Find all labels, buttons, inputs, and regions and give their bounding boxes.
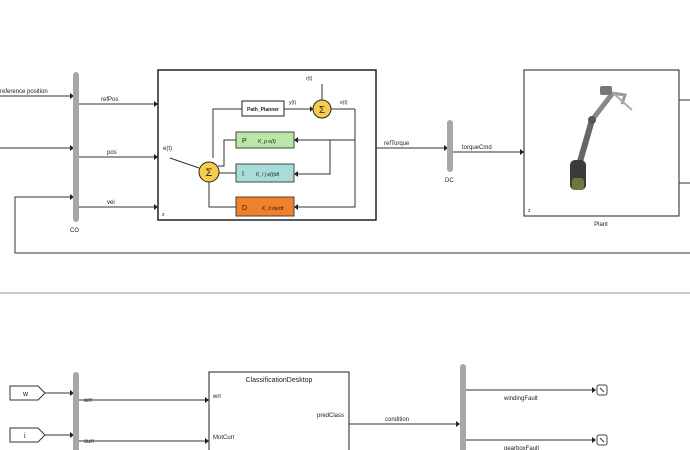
d-letter: D: [242, 205, 247, 212]
arrowhead: [154, 154, 158, 160]
wire-to-i: [298, 140, 331, 175]
arrowhead: [444, 145, 448, 151]
bus-bottom[interactable]: [73, 372, 79, 450]
path-planner-label: Path_Planner: [247, 107, 279, 113]
bus-dc-label: DC: [445, 178, 454, 184]
classification-title: ClassificationDesktop: [246, 377, 313, 384]
sum-top-label: r(t): [306, 76, 313, 82]
planner-out-label: y(t): [289, 100, 297, 106]
terminator-icon: [599, 387, 605, 393]
terminator-icon: [599, 437, 605, 443]
bus-dc[interactable]: [447, 120, 453, 172]
classifier-port-motcurr: MotCurr: [213, 435, 235, 441]
signal-torquecmd: torqueCmd: [462, 145, 492, 151]
i-formula: K_i ∫ e(t)dt: [256, 172, 280, 178]
bus-demux[interactable]: [460, 364, 466, 450]
controller-corner-mark: z: [162, 212, 165, 218]
signal-condition: condition: [385, 417, 409, 423]
p-letter: P: [242, 138, 247, 145]
robot-arm-icon: [570, 86, 633, 190]
arrowhead: [205, 397, 209, 403]
inport-i[interactable]: [9, 427, 46, 443]
i-letter: I: [242, 171, 244, 178]
inport-w-label: w: [22, 391, 29, 398]
wire-into-planner: [212, 108, 242, 158]
arrowhead: [310, 106, 313, 112]
arrowhead: [154, 101, 158, 107]
arrowhead: [70, 145, 74, 151]
plant-corner-mark: z: [528, 208, 531, 214]
wire-error-sum: [169, 157, 200, 169]
signal-refpos: refPos: [101, 97, 118, 103]
sum-out-label: e(t): [340, 100, 348, 106]
arrowhead: [70, 432, 74, 438]
wire-d-sum: [208, 182, 236, 208]
sigma-icon: Σ: [319, 105, 325, 116]
inport-w[interactable]: [9, 385, 46, 401]
signal-wrr: wrr: [83, 398, 92, 404]
arrowhead: [592, 387, 596, 393]
d-formula: K_d de/dt: [262, 206, 284, 212]
classification-block[interactable]: [208, 371, 350, 450]
signal-pos: pos: [107, 150, 117, 156]
sigma-icon: Σ: [206, 167, 213, 179]
classifier-port-wrr: wrr: [212, 394, 221, 400]
arrowhead: [70, 93, 74, 99]
signal-windingfault: windingFault: [503, 396, 538, 402]
arrowhead: [205, 438, 209, 444]
arrowhead: [294, 171, 298, 177]
classifier-port-predclass: predClass: [317, 413, 344, 419]
arrowhead: [294, 204, 298, 210]
bus-co-label: CO: [70, 228, 79, 234]
arrowhead: [70, 390, 74, 396]
signal-curr: curr: [84, 439, 94, 445]
input-label-reference-position: reference position: [0, 89, 48, 95]
arrowhead: [154, 204, 158, 210]
controller-error-label: e(t): [163, 146, 172, 152]
inport-i-label: i: [24, 433, 26, 440]
bus-co[interactable]: [73, 72, 79, 222]
signal-gearboxfault: gearboxFault: [504, 446, 539, 450]
wire-loop-back: [298, 109, 356, 208]
signal-vel: vel: [107, 200, 115, 206]
arrowhead: [70, 194, 74, 200]
arrowhead: [456, 421, 460, 427]
plant-label: Plant: [594, 222, 608, 228]
feedback-wire: [14, 196, 690, 254]
signal-reftorque: refTorque: [384, 141, 410, 147]
p-formula: K_p e(t): [258, 139, 276, 145]
arrowhead: [520, 149, 524, 155]
arrowhead: [294, 137, 298, 143]
wire-p-sum: [218, 139, 236, 167]
arrowhead: [592, 437, 596, 443]
